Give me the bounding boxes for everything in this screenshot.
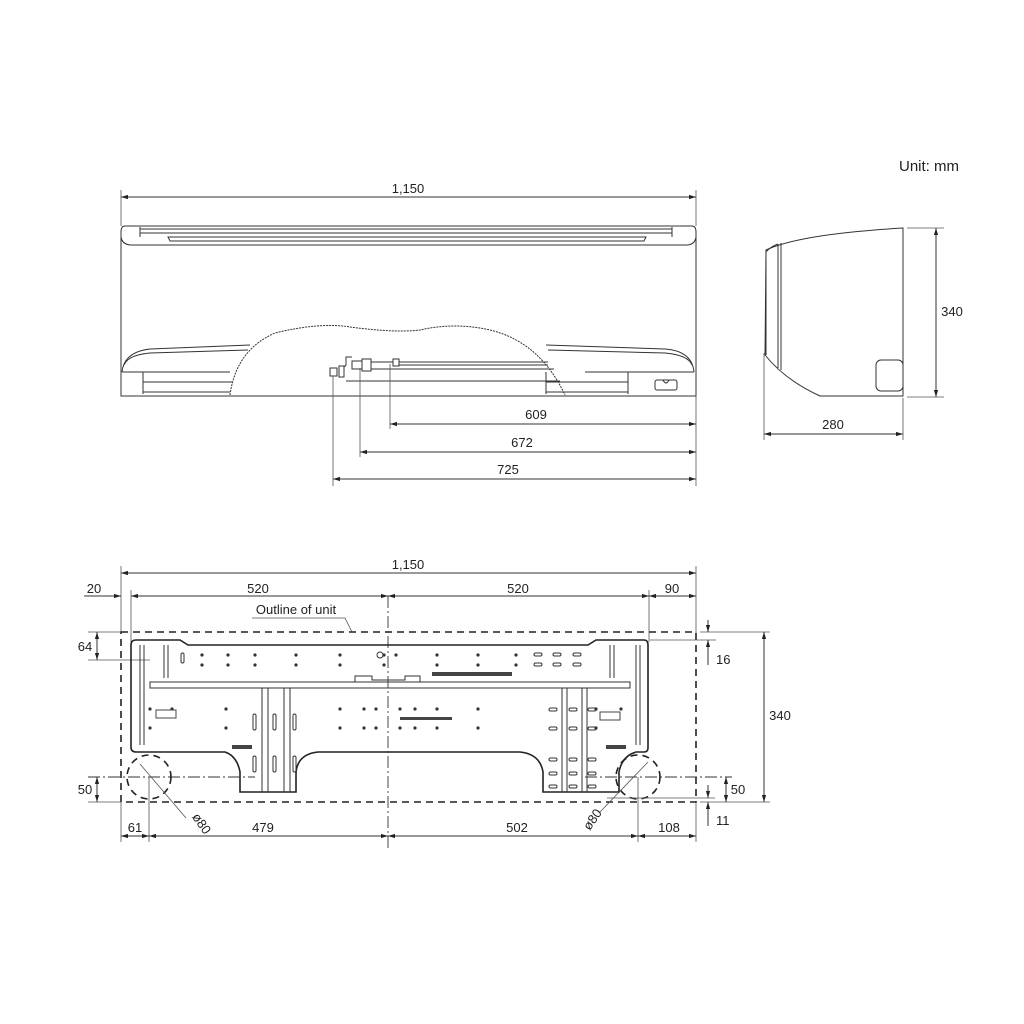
right-span-label: 520 <box>507 581 529 596</box>
plate-height-label: 340 <box>769 708 791 723</box>
mounting-holes <box>148 651 626 789</box>
hole-diameter-right-label: ø80 <box>580 806 605 833</box>
bottom-offset-right-label: 11 <box>716 813 730 828</box>
hole-right-x-label: 108 <box>658 820 680 835</box>
hole-diameter-left-label: ø80 <box>189 810 214 837</box>
pipe-dim-609: 609 <box>525 407 547 422</box>
front-width-label: 1,150 <box>392 181 425 196</box>
side-depth-label: 280 <box>822 417 844 432</box>
outline-of-unit-label: Outline of unit <box>256 602 337 617</box>
top-offset-left-label: 64 <box>78 639 92 654</box>
span-left-bottom-label: 479 <box>252 820 274 835</box>
pipe-dim-672: 672 <box>511 435 533 450</box>
left-span-label: 520 <box>247 581 269 596</box>
top-offset-right-label: 16 <box>716 652 730 667</box>
plate-width-label: 1,150 <box>392 557 425 572</box>
hole-left-x-label: 61 <box>128 820 142 835</box>
hole-offset-right-v-label: 50 <box>731 782 745 797</box>
span-right-bottom-label: 502 <box>506 820 528 835</box>
side-height-label: 340 <box>941 304 963 319</box>
left-offset-label: 20 <box>87 581 101 596</box>
front-view: 1,150 <box>120 181 697 486</box>
mounting-plate-view: 1,150 20 520 520 90 Outline of unit 64 <box>78 557 791 850</box>
pipe-dim-725: 725 <box>497 462 519 477</box>
right-offset-label: 90 <box>665 581 679 596</box>
side-view: 340 280 <box>763 227 963 440</box>
unit-label: Unit: mm <box>899 158 959 175</box>
hole-offset-left-v-label: 50 <box>78 782 92 797</box>
